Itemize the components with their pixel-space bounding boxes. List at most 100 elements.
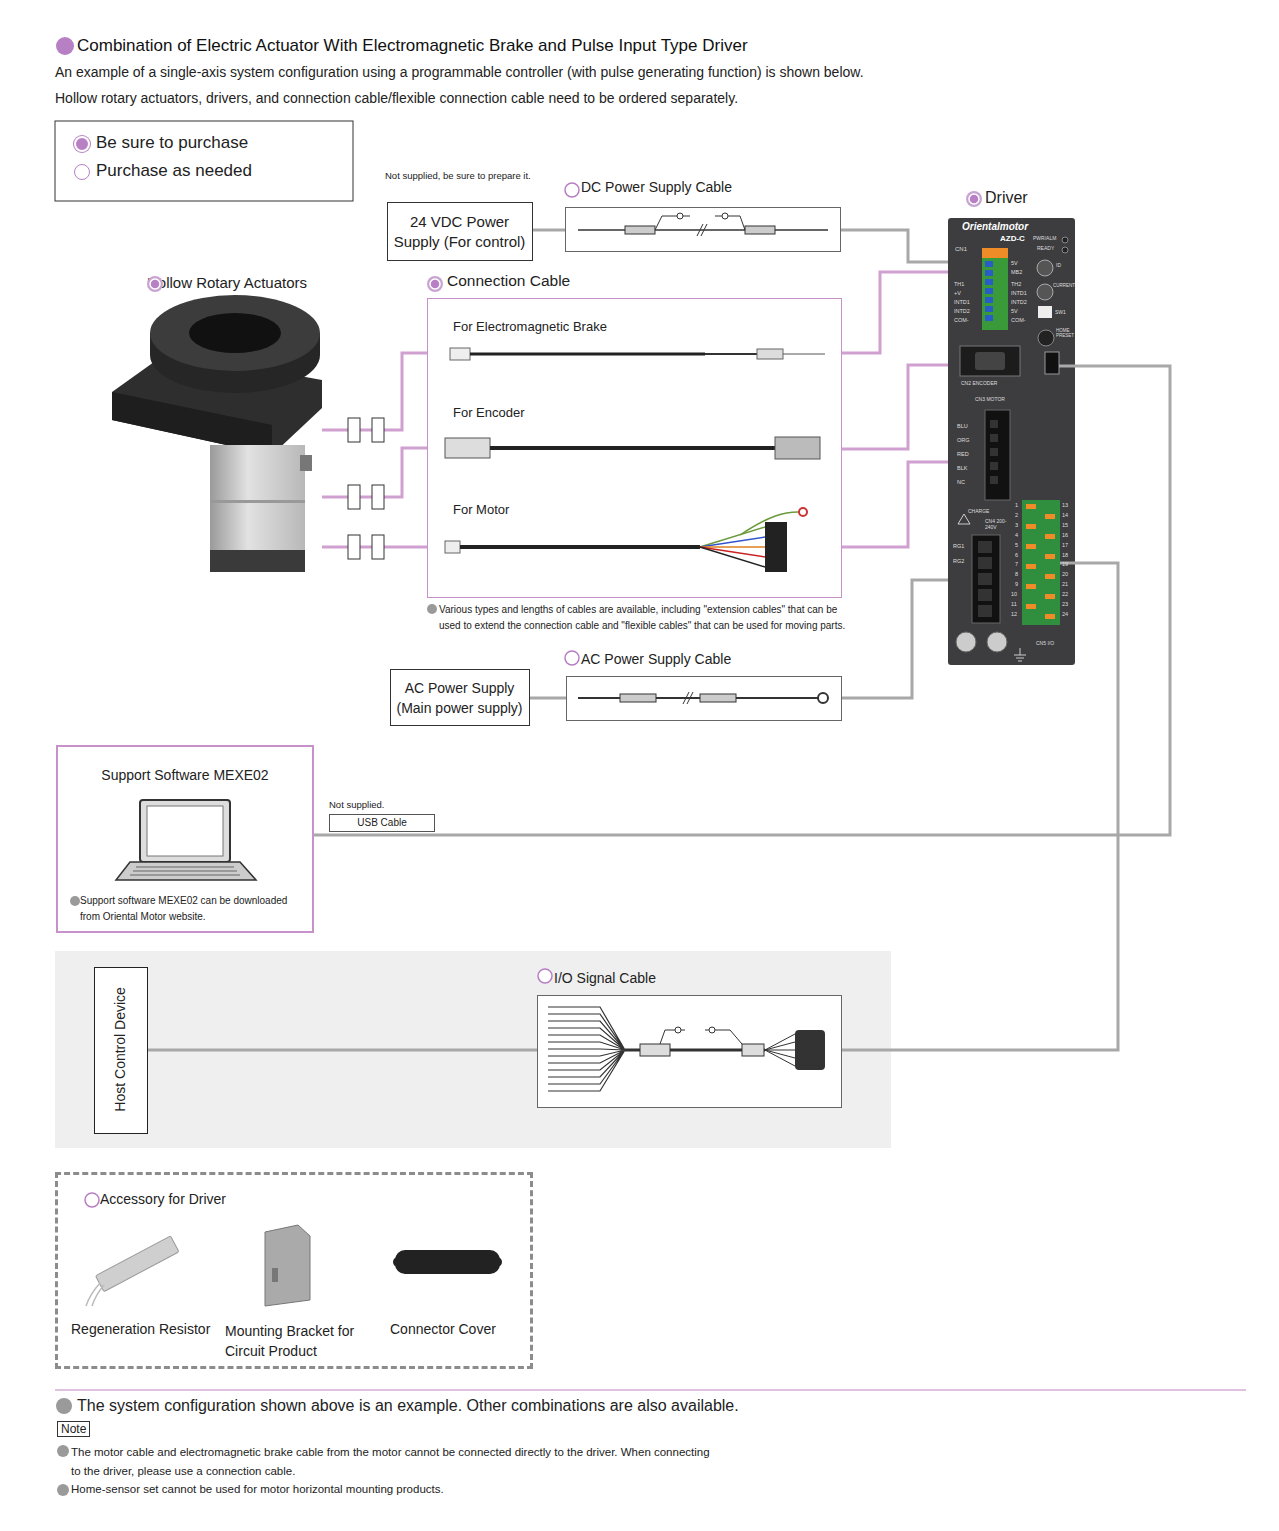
- footer-note: The system configuration shown above is …: [77, 1396, 739, 1415]
- pin-number: 21: [1062, 581, 1068, 588]
- node-heading: Hollow Rotary Actuators: [147, 274, 307, 292]
- driver-marking: INTD1: [1011, 290, 1027, 297]
- pin-number: 11: [1011, 601, 1017, 608]
- intro-text: An example of a single-axis system confi…: [55, 64, 864, 81]
- driver-marking: HOME PRESET: [1056, 328, 1074, 339]
- node-text: Support software MEXE02 can be downloade…: [80, 893, 302, 925]
- driver-marking: TH2: [1011, 281, 1021, 288]
- cable-tag: USB Cable: [329, 814, 435, 832]
- pin-number: 1: [1015, 502, 1018, 509]
- node-heading: 24 VDC Power Supply (For control): [388, 212, 531, 252]
- motor-cable-image: [445, 508, 807, 572]
- divider-line: [55, 1389, 1246, 1391]
- cable-box: DC Power Supply Cable: [565, 207, 841, 252]
- driver-marking: 5V: [1011, 260, 1018, 267]
- node-text: Mounting Bracket for Circuit Product: [225, 1321, 355, 1361]
- driver-marking: COM-: [954, 317, 969, 324]
- node-heading: AC Power Supply (Main power supply): [392, 678, 527, 718]
- connector-line: [841, 230, 948, 262]
- driver-marking: ORG: [957, 437, 970, 444]
- pin-number: 6: [1015, 552, 1018, 559]
- driver-details: [956, 237, 1075, 661]
- driver-marking: CURRENT: [1053, 283, 1075, 288]
- node-heading: Host Control Device: [112, 966, 129, 1133]
- supply-note: Not supplied, be sure to prepare it.: [385, 170, 531, 181]
- node-text: Regeneration Resistor: [71, 1321, 210, 1338]
- accessory-illustrations: [86, 1225, 502, 1306]
- driver-marking: TH1: [954, 281, 964, 288]
- accessory-box: Accessory for DriverRegeneration Resisto…: [55, 1172, 533, 1369]
- ac-cable-image: [578, 692, 828, 704]
- host-device-box: Host Control Device: [94, 967, 148, 1134]
- intro-text: Hollow rotary actuators, drivers, and co…: [55, 90, 738, 107]
- driver-marking: CN4 200-240V: [985, 518, 1015, 530]
- pin-number: 3: [1015, 522, 1018, 529]
- model-name: AZD-C: [1000, 234, 1025, 244]
- note-bullets: [56, 604, 437, 1496]
- power-supply-box: 24 VDC Power Supply (For control): [387, 202, 533, 261]
- dc-cable-image: [578, 213, 828, 236]
- driver-marking: RED: [957, 451, 969, 458]
- connector-line: [322, 448, 427, 497]
- pin-number: 17: [1062, 542, 1068, 549]
- note-tag: Note: [57, 1421, 90, 1437]
- pin-number: 18: [1062, 552, 1068, 559]
- node-heading: AC Power Supply Cable: [581, 651, 731, 668]
- driver-marking: BLK: [957, 465, 967, 472]
- node-heading: Accessory for Driver: [100, 1191, 226, 1208]
- driver-marking: INTD2: [1011, 299, 1027, 306]
- connector-line: [842, 365, 948, 449]
- node-text: For Electromagnetic Brake: [453, 319, 607, 335]
- legend-text: Be sure to purchase: [96, 133, 248, 153]
- driver-marking: RG1: [953, 543, 964, 550]
- node-heading: Driver: [985, 188, 1028, 207]
- driver-marking: RG2: [953, 558, 964, 565]
- pin-number: 22: [1062, 591, 1068, 598]
- pin-number: 19: [1062, 561, 1068, 568]
- host-band: [55, 951, 891, 1148]
- node-heading: Connection Cable: [447, 272, 570, 291]
- pin-number: 16: [1062, 532, 1068, 539]
- driver-marking: CN2 ENCODER: [961, 380, 997, 386]
- driver-marking: CN1: [955, 246, 967, 253]
- pin-number: 9: [1015, 581, 1018, 588]
- pin-number: 7: [1015, 561, 1018, 568]
- node-heading: Support Software MEXE02: [58, 767, 312, 784]
- driver-marking: INTD2: [954, 308, 970, 315]
- pin-number: 24: [1062, 611, 1068, 618]
- cable-box: AC Power Supply Cable: [566, 676, 842, 721]
- node-text: For Encoder: [453, 405, 525, 421]
- note-text: The motor cable and electromagnetic brak…: [71, 1443, 711, 1481]
- connector-line: [533, 229, 565, 232]
- driver-marking: PWR/ALM: [1033, 235, 1056, 241]
- legend-swatch: [74, 164, 90, 180]
- heading-bullets: [85, 183, 579, 1207]
- driver-marking: BLU: [957, 423, 968, 430]
- driver-marking: NC: [957, 479, 965, 486]
- node-heading: I/O Signal Cable: [554, 970, 656, 987]
- brand-logo: Orientalmotor: [962, 221, 1028, 233]
- pin-number: 14: [1062, 512, 1068, 519]
- supply-note: Not supplied.: [329, 799, 384, 810]
- driver-marking: READY: [1037, 245, 1054, 251]
- note-text: Home-sensor set cannot be used for motor…: [71, 1483, 444, 1497]
- legend-swatch: [74, 136, 90, 152]
- pin-number: 8: [1015, 571, 1018, 578]
- legend-text: Purchase as needed: [96, 161, 252, 181]
- pin-number: 20: [1062, 571, 1068, 578]
- brake-cable-image: [450, 348, 825, 360]
- laptop-illustration: [116, 800, 256, 880]
- pin-number: 2: [1015, 512, 1018, 519]
- software-box: Support Software MEXE02Support software …: [56, 745, 314, 933]
- driver-marking: MB2: [1011, 269, 1022, 276]
- driver-marking: 5V: [1011, 308, 1018, 315]
- connection-cable-box: Connection CableFor Electromagnetic Brak…: [427, 298, 842, 598]
- pin-number: 15: [1062, 522, 1068, 529]
- pin-number: 23: [1062, 601, 1068, 608]
- cable-footnote: Various types and lengths of cables are …: [439, 602, 849, 634]
- node-text: For Motor: [453, 502, 509, 518]
- driver-marking: COM-: [1011, 317, 1026, 324]
- driver-marking: +V: [954, 290, 961, 297]
